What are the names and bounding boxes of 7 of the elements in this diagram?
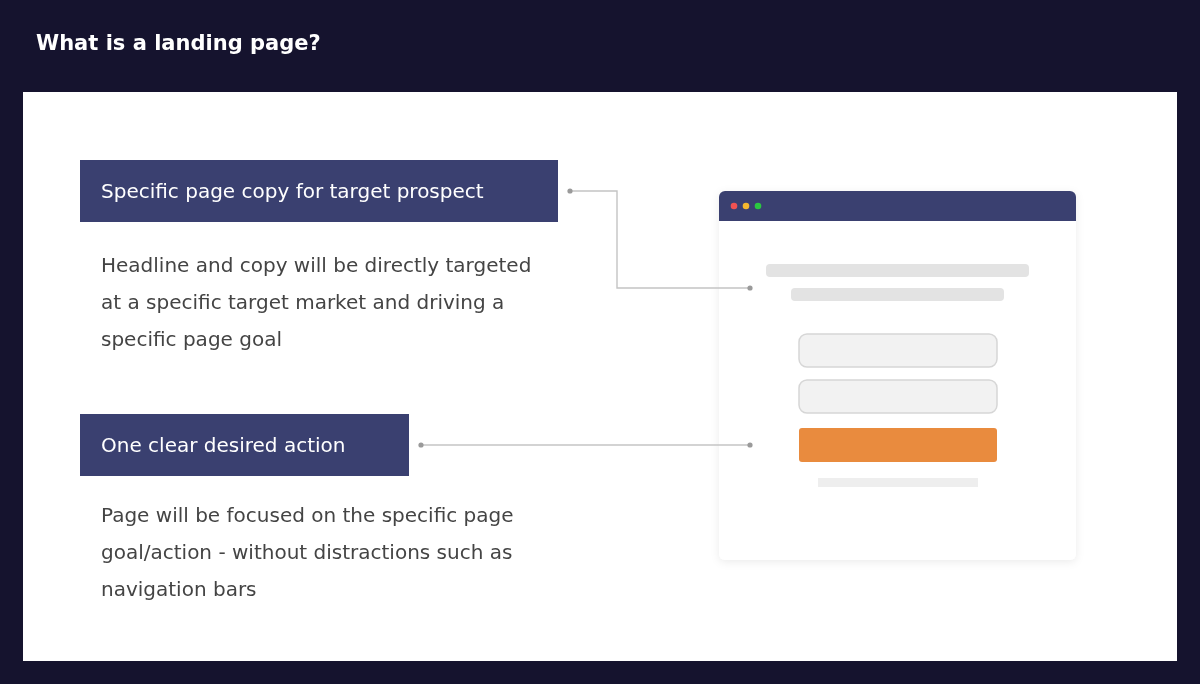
description-text: Headline and copy will be directly targeted at a specific target market and driving a specific page goal [101,252,533,353]
leader-line [418,442,753,448]
heading-box: Specific page copy for target prospect [80,160,558,222]
title: What is a landing page? [36,31,321,55]
leader-line [567,188,753,291]
description-text: Page will be focused on the specific page goal/action - without distractions such as navigation bars [101,502,515,603]
heading-box: One clear desired action [80,414,409,476]
